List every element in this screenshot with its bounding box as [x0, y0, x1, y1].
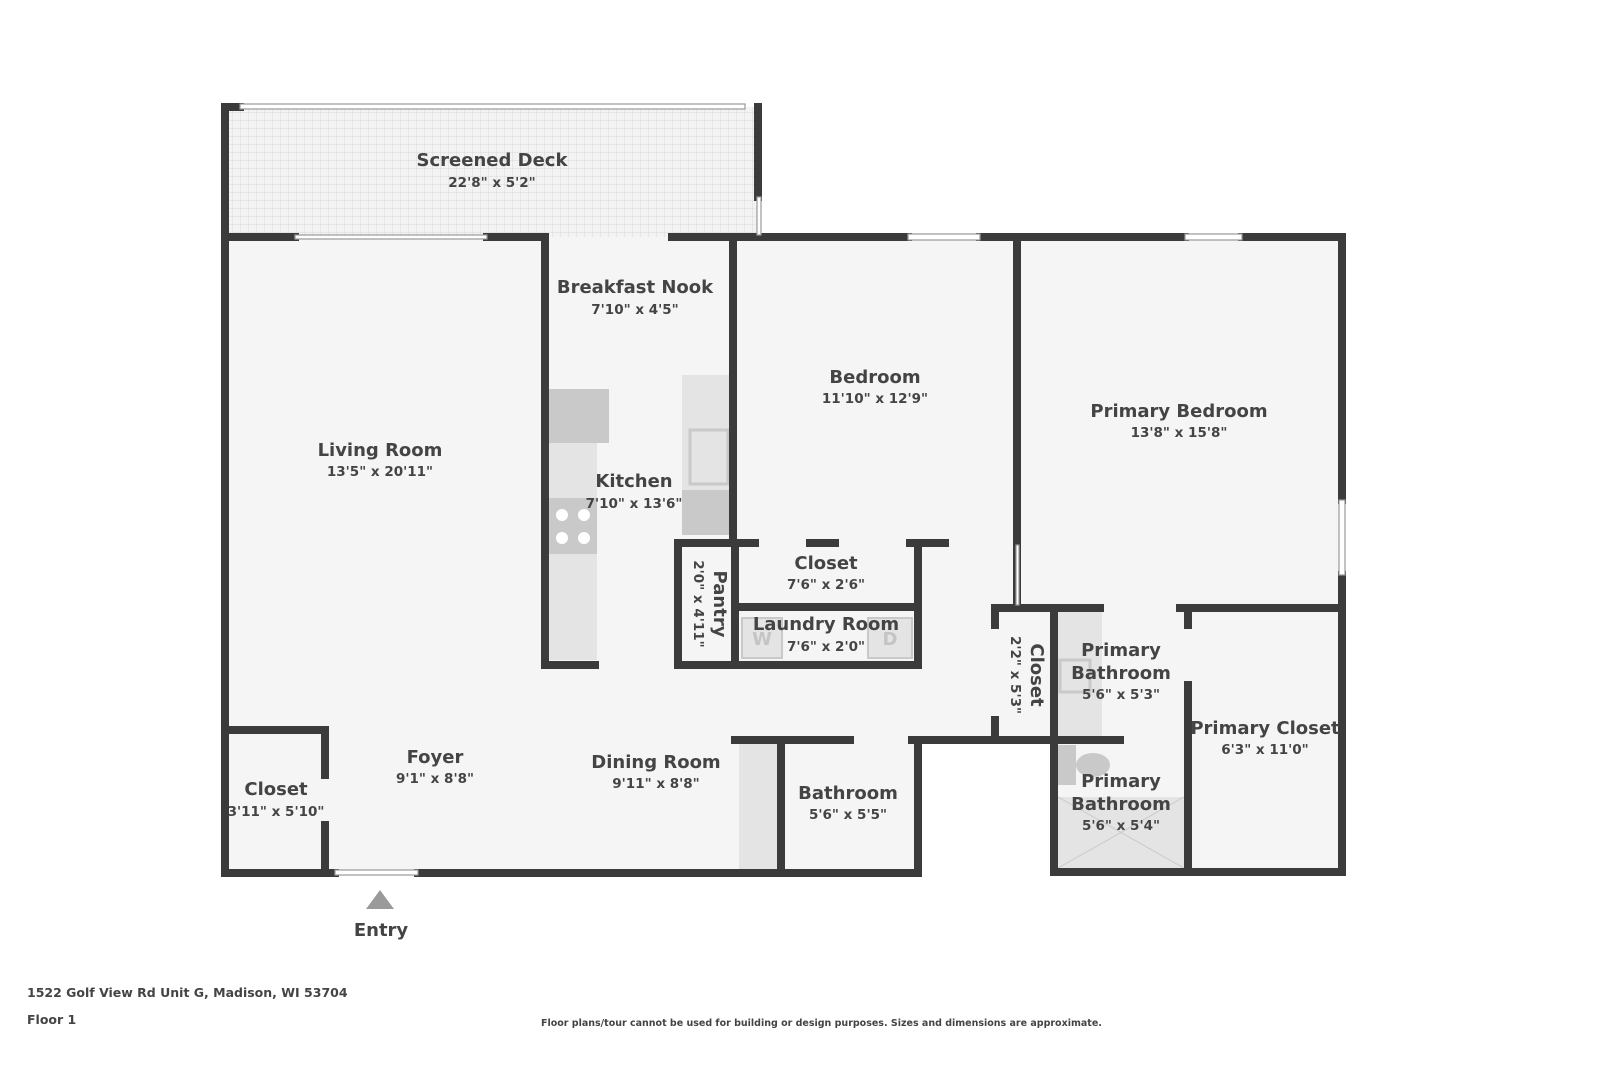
- entry-label: Entry: [354, 920, 409, 941]
- room-name: Primary Closet: [1190, 718, 1340, 739]
- dishwasher-icon: [682, 490, 730, 535]
- room-dims: 9'1" x 8'8": [396, 771, 474, 787]
- room-name: Laundry Room: [753, 614, 899, 635]
- room-dims: 3'11" x 5'10": [228, 804, 325, 820]
- room-name: Primary Bedroom: [1090, 401, 1267, 422]
- stove-icon: [549, 498, 597, 554]
- room-labels: Screened Deck 22'8" x 5'2" Living Room 1…: [228, 150, 1340, 834]
- room-dims: 13'8" x 15'8": [1131, 425, 1228, 441]
- room-name: Bathroom: [1071, 663, 1171, 684]
- address: 1522 Golf View Rd Unit G, Madison, WI 53…: [27, 985, 348, 1000]
- sink-icon: [688, 428, 730, 486]
- room-dims: 22'8" x 5'2": [448, 175, 535, 191]
- room-dims: 5'6" x 5'4": [1082, 818, 1160, 834]
- room-name: Closet: [244, 779, 308, 800]
- room-name: Closet: [1026, 643, 1047, 707]
- room-dims: 5'6" x 5'5": [809, 807, 887, 823]
- windows: [239, 103, 1346, 876]
- room-name: Bedroom: [829, 367, 920, 388]
- bath-sink-icon: [1058, 658, 1092, 694]
- room-name: Primary: [1081, 640, 1161, 661]
- room-name: Bathroom: [1071, 794, 1171, 815]
- room-dims: 5'6" x 5'3": [1082, 687, 1160, 703]
- room-dims: 7'6" x 2'6": [787, 577, 865, 593]
- room-dims: 7'6" x 2'0": [787, 639, 865, 655]
- room-dims: 13'5" x 20'11": [327, 464, 433, 480]
- room-dims: 7'10" x 13'6": [586, 496, 683, 512]
- room-name: Bathroom: [798, 783, 898, 804]
- washer-label: W: [752, 629, 772, 650]
- room-dims: 6'3" x 11'0": [1221, 742, 1308, 758]
- room-dims: 11'10" x 12'9": [822, 391, 928, 407]
- room-dims: 9'11" x 8'8": [612, 776, 699, 792]
- room-name: Primary: [1081, 771, 1161, 792]
- room-dims: 2'2" x 5'3": [1007, 636, 1023, 714]
- room-name: Breakfast Nook: [557, 277, 714, 298]
- washer-icon: [741, 617, 783, 659]
- kitchen-fixtures: W D: [549, 375, 1185, 870]
- room-name: Dining Room: [591, 752, 720, 773]
- dryer-icon: [867, 617, 913, 659]
- room-name: Kitchen: [595, 471, 672, 492]
- floor-label: Floor 1: [27, 1012, 77, 1027]
- entry-arrow-icon: [366, 890, 394, 909]
- room-name: Living Room: [318, 440, 443, 461]
- toilet-icon: [1058, 745, 1076, 785]
- refrigerator-icon: [549, 389, 609, 443]
- dryer-label: D: [883, 629, 898, 650]
- disclaimer: Floor plans/tour cannot be used for buil…: [541, 1018, 1102, 1029]
- room-dims: 2'0" x 4'11": [690, 560, 706, 647]
- room-dims: 7'10" x 4'5": [591, 302, 678, 318]
- walls: [221, 103, 1346, 877]
- floor-fill: [225, 107, 1342, 873]
- room-name: Closet: [794, 553, 858, 574]
- room-name: Foyer: [407, 747, 464, 768]
- room-name: Pantry: [709, 571, 730, 638]
- deck-floor: [225, 107, 758, 237]
- room-name: Screened Deck: [417, 150, 569, 171]
